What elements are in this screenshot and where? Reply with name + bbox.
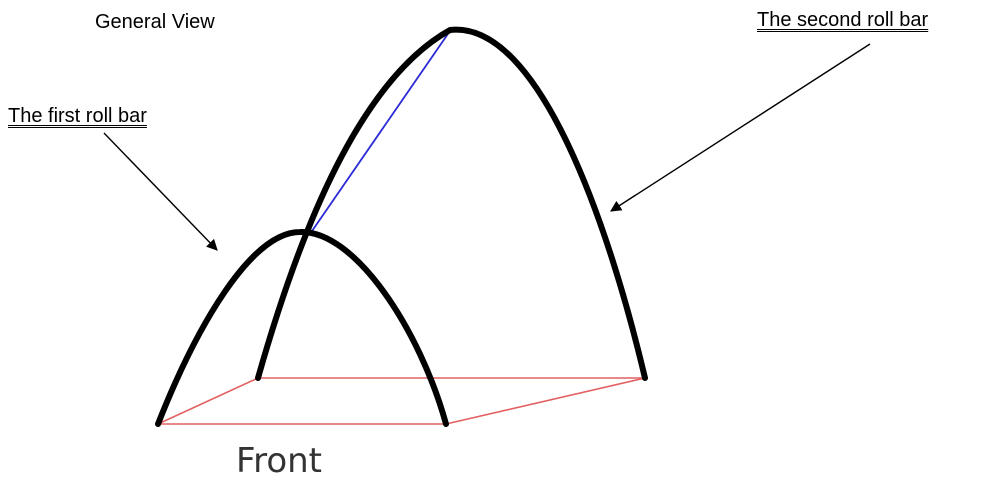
base-right-edge	[445, 377, 646, 425]
base-left-edge	[157, 377, 259, 425]
first-roll-bar-arrow	[103, 132, 218, 251]
second-roll-bar-arrow	[610, 43, 871, 212]
diagram-title: General View	[95, 11, 215, 33]
top-connector-line	[311, 27, 453, 232]
first-roll-bar-label: The first roll bar	[8, 105, 147, 127]
base-outline	[157, 377, 646, 425]
second-roll-bar-label: The second roll bar	[757, 9, 929, 31]
front-label: Front	[236, 441, 322, 481]
first-roll-bar	[155, 228, 449, 427]
second-roll-bar	[255, 26, 648, 381]
